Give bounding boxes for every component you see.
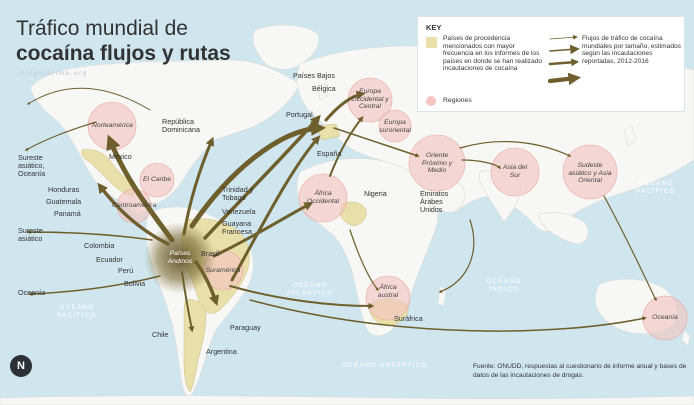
flow-to-argentina bbox=[181, 271, 195, 333]
label-republica-dominicana: República Dominicana bbox=[162, 117, 200, 134]
legend-heading: KEY bbox=[426, 23, 442, 32]
legend-flows-text: Flujos de tráfico de cocaína mundiales p… bbox=[582, 35, 681, 65]
landmass-new-zealand bbox=[681, 329, 691, 347]
label-panama: Panamá bbox=[54, 209, 81, 218]
region-label-paises-andinos: Países Andinos bbox=[167, 250, 193, 265]
country-nigeria bbox=[339, 201, 367, 227]
region-circle-el-caribe bbox=[139, 162, 175, 198]
legend-arrow-1 bbox=[549, 34, 578, 40]
flow-to-caribbean bbox=[182, 136, 215, 236]
label-chile: Chile bbox=[152, 330, 169, 339]
legend-countries-text: Países de procedencia mencionados con ma… bbox=[443, 35, 542, 73]
region-label-centroamerica: Centroamérica bbox=[112, 202, 157, 209]
label-colombia: Colombia bbox=[84, 241, 115, 250]
flow-to-north-america bbox=[106, 134, 175, 243]
legend-regions-text: Regiones bbox=[443, 97, 472, 104]
label-emiratos: Emiratos Árabes Unidos bbox=[420, 189, 449, 214]
flow-to-oceania-sea bbox=[603, 195, 657, 302]
legend-flow-arrows bbox=[547, 34, 582, 86]
label-oceania-left: Oceanía bbox=[18, 288, 46, 297]
ocean-label-pacifico-left: OCÉANO PACÍFICO bbox=[57, 304, 97, 319]
label-sudafrica: Suráfrica bbox=[394, 314, 423, 323]
legend-arrow-3 bbox=[548, 58, 580, 67]
site-watermark: insightcrime.org bbox=[18, 70, 88, 77]
ocean-label-atlantico: OCÉANO ATLÁNTICO bbox=[286, 282, 334, 297]
flow-to-south-africa bbox=[229, 285, 375, 309]
legend-key: KEY Países de procedencia mencionados co… bbox=[417, 16, 685, 112]
region-circle-africa-austral bbox=[365, 275, 411, 321]
label-guayana: Guayana Francesa bbox=[222, 219, 252, 236]
legend-region-swatch bbox=[426, 96, 436, 106]
landmass-antarctica bbox=[0, 395, 694, 405]
flow-africa-to-europe bbox=[329, 116, 364, 177]
landmass-japan bbox=[623, 125, 637, 147]
region-label-oriente: Oriente Próximo y Medio bbox=[421, 152, 453, 174]
map-title-line2: cocaína flujos y rutas bbox=[16, 42, 231, 65]
flow-to-south-africa-2 bbox=[349, 229, 379, 292]
label-espana: España bbox=[317, 149, 342, 158]
landmass-greenland bbox=[252, 24, 320, 70]
compass-north-icon: N bbox=[10, 355, 32, 377]
region-circle-europa-sur bbox=[378, 109, 412, 143]
landmass-north-america bbox=[29, 59, 301, 215]
label-ecuador: Ecuador bbox=[96, 255, 123, 264]
landmass-southeast-asia bbox=[539, 212, 589, 245]
ocean-label-indico: OCÉANO ÍNDICO bbox=[486, 278, 522, 293]
region-label-europa-occ: Europa Occidental y Central bbox=[351, 88, 389, 110]
label-nigeria: Nigeria bbox=[364, 189, 387, 198]
legend-arrow-2 bbox=[549, 44, 580, 55]
region-circle-asia-sur bbox=[490, 147, 540, 197]
legend-country-swatch bbox=[426, 37, 437, 48]
label-peru: Perú bbox=[118, 266, 134, 275]
map-title-line1: Tráfico mundial de bbox=[16, 17, 188, 40]
label-honduras: Honduras bbox=[48, 185, 80, 194]
region-circle-oriente bbox=[408, 134, 466, 192]
region-label-africa-occ: África Occidental bbox=[306, 190, 340, 205]
region-label-el-caribe: El Caribe bbox=[143, 176, 171, 183]
region-label-asia-sur: Asia del Sur bbox=[502, 164, 528, 179]
label-paraguay: Paraguay bbox=[230, 323, 261, 332]
label-paises-bajos: Países Bajos bbox=[293, 71, 335, 80]
flow-to-portugal bbox=[203, 114, 321, 240]
label-argentina: Argentina bbox=[206, 347, 237, 356]
label-portugal: Portugal bbox=[286, 110, 313, 119]
label-trinidad: Trinidad y Tobago bbox=[222, 185, 254, 202]
flow-to-east-asia bbox=[459, 140, 572, 157]
flow-brazil-to-europe bbox=[230, 135, 321, 282]
label-brasil: Brasil bbox=[201, 249, 219, 258]
source-note: Fuente: ONUDD, respuestas al cuestionari… bbox=[473, 363, 687, 379]
flow-to-sea-top bbox=[24, 121, 97, 151]
flow-to-top-left bbox=[26, 87, 151, 111]
flow-east-africa bbox=[438, 219, 475, 293]
label-sureste-oceania: Sureste asiático, Oceanía bbox=[18, 153, 46, 178]
flow-to-sea-left bbox=[26, 229, 153, 241]
landmass-uk bbox=[317, 83, 329, 101]
region-label-oceania: Oceanía bbox=[652, 314, 678, 321]
ocean-label-antartico: OCÉANO ANTÁRTICO bbox=[342, 362, 428, 369]
label-venezuela: Venezuela bbox=[222, 207, 256, 216]
region-label-suramerica: Suramérica bbox=[205, 267, 241, 274]
flow-to-mexico bbox=[97, 182, 170, 246]
flow-andes-to-brazil bbox=[194, 260, 219, 306]
region-label-norteamerica: Norteamérica bbox=[92, 122, 133, 129]
label-guatemala: Guatemala bbox=[46, 197, 82, 206]
region-circle-sudeste-asia bbox=[562, 144, 618, 200]
legend-arrow-4 bbox=[547, 72, 582, 86]
region-label-africa-austral: África austral bbox=[377, 284, 399, 299]
region-label-sudeste-asia: Sudeste asiático y Asia Oriental bbox=[568, 162, 612, 184]
label-bolivia: Bolivia bbox=[124, 279, 146, 288]
flow-to-europe-north bbox=[324, 90, 366, 122]
flow-to-middle-east bbox=[333, 127, 420, 158]
flow-to-oceania-left bbox=[28, 275, 161, 297]
label-mexico: México bbox=[109, 152, 132, 161]
label-sureste-asiatico: Sureste asiático bbox=[18, 226, 43, 243]
flow-to-oceania bbox=[249, 299, 647, 332]
region-label-europa-sur: Europa suroriental bbox=[379, 119, 411, 134]
flow-to-west-africa bbox=[212, 202, 314, 258]
ocean-label-pacifico-right: OCÉANO PACÍFICO bbox=[636, 180, 676, 195]
label-belgica: Bélgica bbox=[312, 84, 336, 93]
flow-to-asia-sur bbox=[461, 159, 502, 170]
country-argentina bbox=[183, 299, 207, 393]
